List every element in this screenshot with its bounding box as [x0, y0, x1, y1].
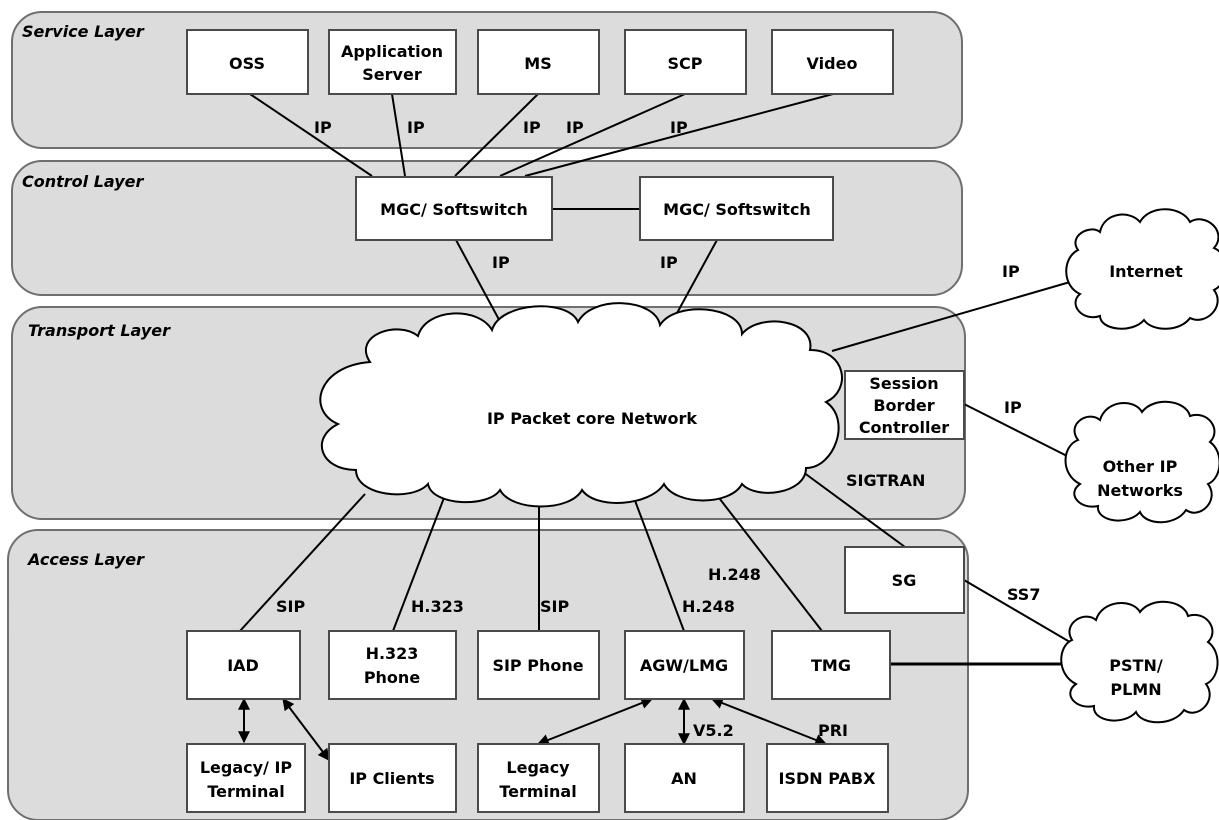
legacy-terminal-label-line1: Legacy — [506, 758, 570, 777]
app-server-label-line1: Application — [341, 42, 443, 61]
link-core-tmg — [715, 493, 823, 632]
protocol-ip-scp: IP — [566, 118, 584, 137]
ms-label: MS — [524, 54, 551, 73]
sg-label: SG — [892, 571, 917, 590]
isdn-pabx-box: ISDN PABX — [766, 743, 889, 813]
link-core-h323 — [392, 489, 448, 632]
access-layer-title: Access Layer — [26, 550, 145, 569]
oss-box: OSS — [186, 29, 309, 95]
ip-packet-core-label: IP Packet core Network — [487, 409, 697, 428]
other-ip-label-line2: Networks — [1097, 481, 1183, 500]
tmg-box: TMG — [771, 630, 891, 700]
sbc-label-line1: Session — [869, 374, 938, 393]
other-ip-networks-cloud: Other IP Networks — [1064, 400, 1219, 524]
pstn-label-line2: PLMN — [1110, 680, 1161, 699]
sg-box: SG — [844, 546, 965, 614]
arrow-agw-isdn — [710, 697, 828, 746]
protocol-sip-iad: SIP — [276, 597, 305, 616]
protocol-h323: H.323 — [411, 597, 464, 616]
protocol-ip-mgc2-core: IP — [660, 253, 678, 272]
legacy-ip-label-line2: Terminal — [207, 782, 284, 801]
protocol-ip-mgc1-core: IP — [492, 253, 510, 272]
protocol-ip-appserver: IP — [407, 118, 425, 137]
iad-label: IAD — [227, 656, 259, 675]
agw-lmg-box: AGW/LMG — [624, 630, 745, 700]
session-border-controller-box: Session Border Controller — [844, 370, 965, 440]
link-core-iad — [239, 493, 366, 632]
an-box: AN — [624, 743, 745, 813]
protocol-ip-oss: IP — [314, 118, 332, 137]
link-core-agw — [630, 489, 685, 632]
iad-box: IAD — [186, 630, 301, 700]
protocol-ip-internet: IP — [1002, 262, 1020, 281]
other-ip-label-line1: Other IP — [1103, 457, 1178, 476]
protocol-ip-video: IP — [670, 118, 688, 137]
pstn-label-line1: PSTN/ — [1109, 656, 1163, 675]
arrow-agw-legacyterminal — [536, 697, 654, 746]
protocol-ss7: SS7 — [1007, 585, 1040, 604]
protocol-labels: IP IP IP IP IP IP IP IP IP SIGTRAN SS7 S… — [276, 118, 1040, 740]
service-layer-title: Service Layer — [22, 22, 145, 41]
legacy-terminal-box: Legacy Terminal — [477, 743, 600, 813]
protocol-h248-tmg: H.248 — [708, 565, 761, 584]
mgc-softswitch-1-box: MGC/ Softswitch — [355, 176, 553, 241]
oss-label: OSS — [229, 54, 265, 73]
connections — [238, 93, 1076, 761]
link-sg-pstn — [963, 579, 1076, 646]
link-ms-mgc — [454, 93, 539, 177]
legacy-ip-terminal-box: Legacy/ IP Terminal — [186, 743, 306, 813]
ip-packet-core-cloud: IP Packet core Network — [319, 302, 843, 508]
control-layer-title: Control Layer — [22, 172, 144, 191]
protocol-ip-other: IP — [1004, 398, 1022, 417]
link-core-internet — [831, 281, 1071, 352]
an-label: AN — [671, 769, 697, 788]
arrow-iad-ipclients — [282, 698, 330, 761]
ms-box: MS — [477, 29, 600, 95]
internet-label: Internet — [1109, 262, 1183, 281]
internet-cloud: Internet — [1065, 208, 1219, 330]
link-video-mgc — [524, 93, 834, 177]
sbc-label-line2: Border — [873, 396, 934, 415]
protocol-ip-ms: IP — [523, 118, 541, 137]
mgc2-label: MGC/ Softswitch — [663, 200, 811, 219]
sbc-label-line3: Controller — [859, 418, 949, 437]
ip-clients-label: IP Clients — [349, 769, 434, 788]
video-box: Video — [771, 29, 894, 95]
ip-clients-box: IP Clients — [328, 743, 457, 813]
link-sbc-otherip — [963, 403, 1076, 461]
scp-box: SCP — [624, 29, 747, 95]
h323-phone-label-line2: Phone — [364, 668, 421, 687]
link-scp-mgc — [499, 93, 686, 177]
h323-phone-box: H.323 Phone — [328, 630, 457, 700]
sip-phone-label: SIP Phone — [492, 656, 583, 675]
mgc1-label: MGC/ Softswitch — [380, 200, 528, 219]
video-label: Video — [807, 54, 858, 73]
protocol-v52: V5.2 — [693, 721, 734, 740]
legacy-terminal-label-line2: Terminal — [499, 782, 576, 801]
legacy-ip-label-line1: Legacy/ IP — [200, 758, 293, 777]
isdn-pabx-label: ISDN PABX — [779, 769, 877, 788]
protocol-sip-phone: SIP — [540, 597, 569, 616]
mgc-softswitch-2-box: MGC/ Softswitch — [639, 176, 834, 241]
h323-phone-label-line1: H.323 — [366, 644, 419, 663]
protocol-sigtran: SIGTRAN — [846, 471, 925, 490]
link-oss-mgc — [249, 93, 373, 177]
link-core-sg — [802, 471, 906, 548]
tmg-label: TMG — [811, 656, 851, 675]
sip-phone-box: SIP Phone — [477, 630, 600, 700]
application-server-box: Application Server — [328, 29, 457, 95]
scp-label: SCP — [668, 54, 703, 73]
link-appserver-mgc — [391, 93, 406, 177]
protocol-pri: PRI — [818, 721, 848, 740]
agw-label: AGW/LMG — [640, 656, 728, 675]
protocol-h248-agw: H.248 — [682, 597, 735, 616]
transport-layer-title: Transport Layer — [28, 321, 171, 340]
app-server-label-line2: Server — [362, 65, 422, 84]
pstn-plmn-cloud: PSTN/ PLMN — [1060, 600, 1219, 724]
